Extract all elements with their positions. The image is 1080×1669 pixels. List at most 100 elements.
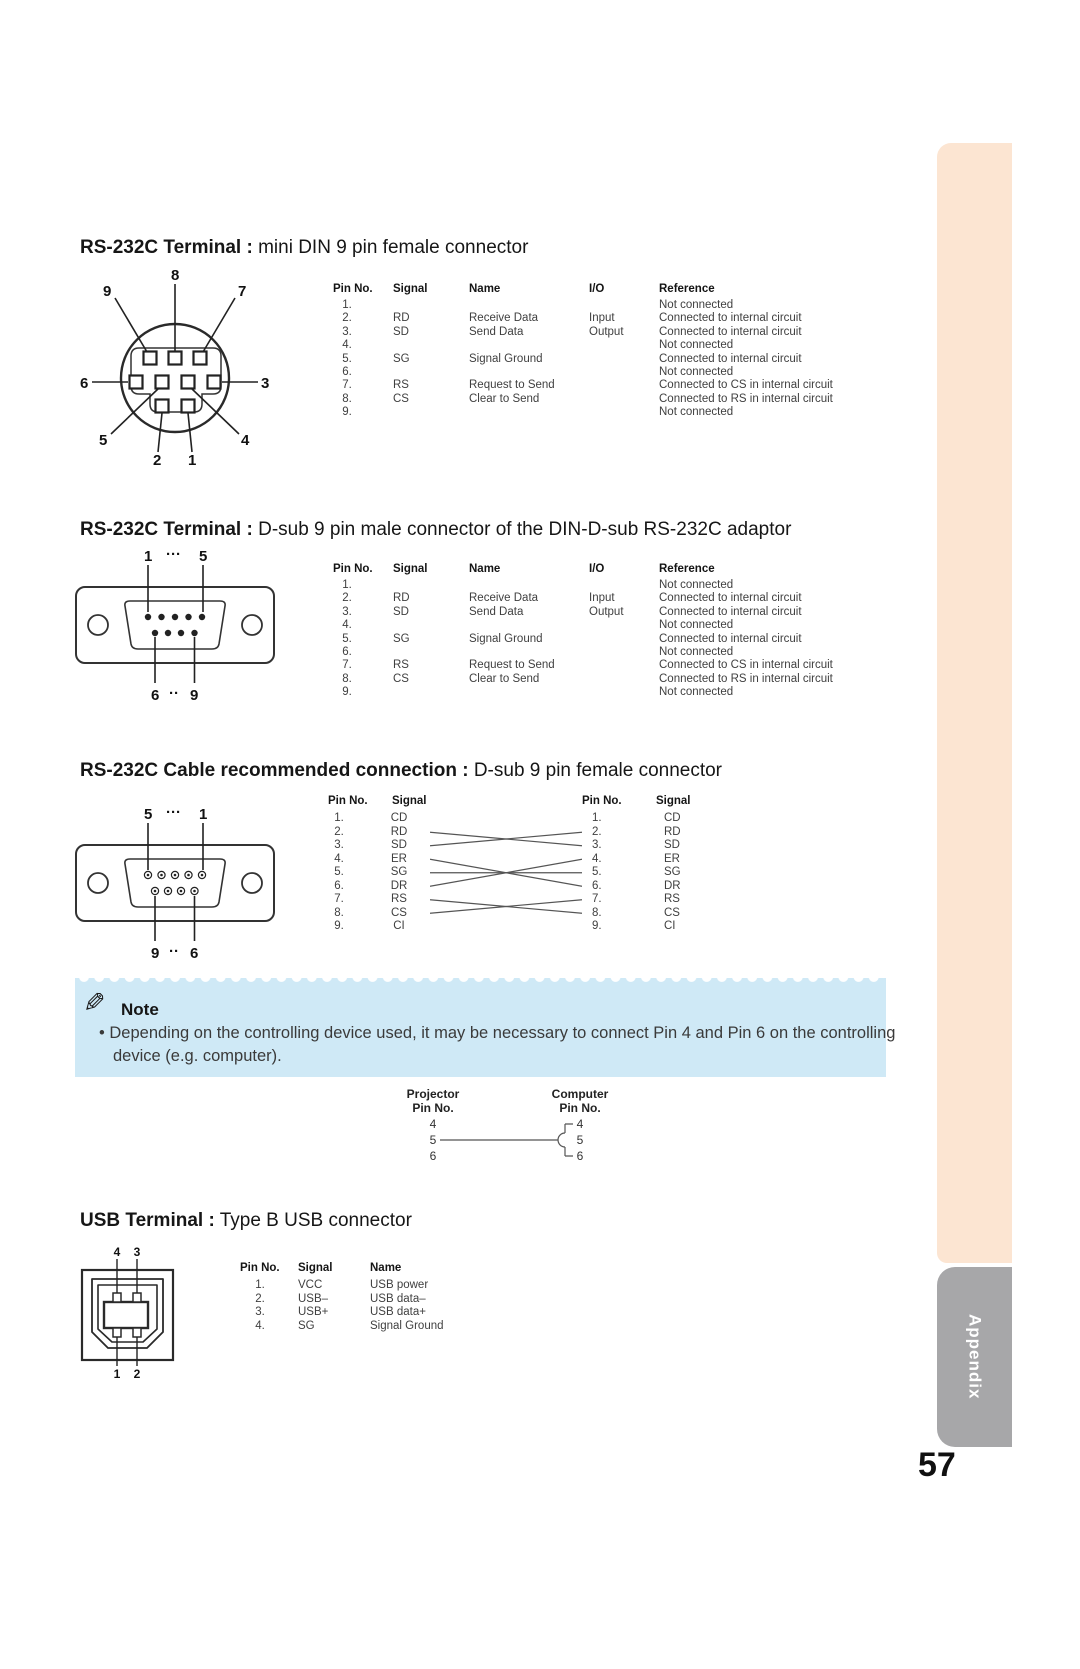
scalloped-edge xyxy=(77,977,884,985)
mounting-hole-left xyxy=(87,614,109,636)
table-row: 4. SG Signal Ground xyxy=(255,1319,444,1332)
svg-text:5: 5 xyxy=(577,1133,584,1147)
svg-text:6: 6 xyxy=(430,1149,437,1163)
table-row: 3. USB+ USB data+ xyxy=(255,1306,426,1319)
shell-inner xyxy=(97,1284,158,1343)
dots-label2: ·· xyxy=(169,943,179,960)
dsub9-male-connector-diagram: 1 ··· 5 6 ·· 9 xyxy=(75,546,275,704)
pin5-label: 5 xyxy=(144,806,152,823)
table-row: 3. SD Send Data Output Connected to inte… xyxy=(342,605,802,618)
pin-leader-lines xyxy=(147,565,204,683)
svg-text:3: 3 xyxy=(134,1246,141,1259)
table-row: 9. Not connected xyxy=(342,406,734,419)
sidebar-strip xyxy=(937,143,1012,1263)
pin6-label: 6 xyxy=(151,687,159,704)
pin-numbers: 4 5 6 4 5 6 xyxy=(430,1117,584,1163)
table-row: 2. RD Receive Data Input Connected to in… xyxy=(342,312,802,325)
pencil-icon: ✎ xyxy=(83,988,106,1018)
table-row: 1. VCC USB power xyxy=(255,1279,429,1291)
dsub9-female-connector-diagram: 5 ··· 1 9 ·· 6 xyxy=(75,804,275,962)
rs232c-dsub-pin-table: Pin No. Signal Name I/O Reference 1. Not… xyxy=(315,563,881,700)
appendix-tab-label: Appendix xyxy=(965,1314,985,1400)
pin9-label: 9 xyxy=(103,283,111,300)
table-header: Pin No. Signal Name I/O Reference xyxy=(333,283,715,295)
connector-body xyxy=(80,1268,175,1362)
table-body: 1. VCC USB power 2. USB– USB data– 3. US… xyxy=(230,1279,520,1333)
table-row: 7. RS Request to Send Connected to CS in… xyxy=(342,379,833,392)
pin2-label: 2 xyxy=(153,452,161,467)
computer-subtitle: Pin No. xyxy=(559,1101,600,1115)
pin-leader-lines xyxy=(116,1259,138,1366)
contact-block xyxy=(102,1300,150,1330)
connector-body xyxy=(75,844,275,922)
table-row: 7. RS Request to Send Connected to CS in… xyxy=(342,659,833,672)
pin3-label: 3 xyxy=(261,375,269,392)
pin8-label: 8 xyxy=(171,267,179,284)
computer-side-pins: 1. CD 2. RD 3. SD 4. ER 5. SG 6. DR 7. R… xyxy=(582,812,720,934)
table-row: 2. USB– USB data– xyxy=(255,1292,426,1305)
table-row: 5. SG xyxy=(334,866,408,878)
connection-lines xyxy=(440,1123,573,1157)
section2-title: RS-232C Terminal : D-sub 9 pin male conn… xyxy=(80,519,792,540)
table-row: 4. Not connected xyxy=(342,339,734,352)
crossover-wiring-lines xyxy=(430,831,582,914)
dots-label: ··· xyxy=(166,804,181,821)
rs232c-mini-din-pin-table: Pin No. Signal Name I/O Reference 1. Not… xyxy=(315,283,881,420)
note-box: ✎ Note • Depending on the controlling de… xyxy=(75,977,895,1077)
pin6-label: 6 xyxy=(80,375,88,392)
pin-leader-lines xyxy=(147,823,204,941)
table-row: 5. SG xyxy=(592,866,681,878)
pin-labels: 4 3 1 2 xyxy=(114,1246,141,1381)
table-body: 1. Not connected 2. RD Receive Data Inpu… xyxy=(315,579,881,700)
pin5-label: 5 xyxy=(199,548,207,565)
pin-squares xyxy=(128,350,222,414)
mounting-hole-right xyxy=(241,614,263,636)
mini-din-9-connector-diagram: 8 9 7 6 3 5 4 2 1 xyxy=(80,267,269,467)
table-row: 8. CS Clear to Send Connected to RS in i… xyxy=(342,672,833,685)
table-row: 3. SD Send Data Output Connected to inte… xyxy=(342,325,802,338)
section1-title: RS-232C Terminal : mini DIN 9 pin female… xyxy=(80,237,529,258)
table-row: 6. Not connected xyxy=(342,365,734,378)
section3-title: RS-232C Cable recommended connection : D… xyxy=(80,760,723,781)
left-pin-header: Pin No. xyxy=(328,795,368,807)
table-row: 7. RS xyxy=(334,893,407,905)
pin1-label: 1 xyxy=(188,452,196,467)
svg-text:2: 2 xyxy=(134,1367,141,1381)
connector-body xyxy=(75,586,275,664)
table-row: 1. Not connected xyxy=(342,299,734,311)
table-row: 4. Not connected xyxy=(342,619,734,632)
table-row: 3. SD xyxy=(592,839,680,851)
pin9-label: 9 xyxy=(190,687,198,704)
table-row: 2. RD xyxy=(334,825,408,838)
pin7-label: 7 xyxy=(238,283,246,300)
left-signal-header: Signal xyxy=(392,795,427,807)
pin5-label: 5 xyxy=(99,432,107,449)
projector-computer-pin-diagram: Projector Pin No. Computer Pin No. 4 5 6… xyxy=(407,1088,609,1163)
usb-type-b-connector-diagram: 4 3 1 2 xyxy=(80,1246,175,1381)
table-row: 8. CS xyxy=(592,906,680,919)
pin1-label: 1 xyxy=(199,806,207,823)
table-header: Pin No. Signal Name xyxy=(240,1262,402,1274)
note-label: Note xyxy=(121,1000,159,1019)
svg-text:4: 4 xyxy=(430,1117,437,1131)
socket-pins xyxy=(143,870,207,896)
table-row: 3. SD xyxy=(334,839,407,851)
table-row: 9. CI xyxy=(592,920,676,932)
table-row: 5. SG Signal Ground Connected to interna… xyxy=(342,632,802,645)
table-row: 2. RD xyxy=(592,825,681,838)
table-row: 2. RD Receive Data Input Connected to in… xyxy=(342,592,802,605)
appendix-tab: Appendix xyxy=(937,1267,1012,1447)
table-row: 6. Not connected xyxy=(342,645,734,658)
table-row: 6. DR xyxy=(334,879,408,892)
cable-connection-table: Pin No. Signal Pin No. Signal 1. CD 2. R… xyxy=(310,795,730,940)
section4-title: USB Terminal : Type B USB connector xyxy=(80,1210,412,1231)
computer-title: Computer xyxy=(552,1088,609,1101)
table-header: Pin No. Signal Name I/O Reference xyxy=(333,563,715,575)
note-text: • Depending on the controlling device us… xyxy=(99,1024,896,1065)
dots-label: ··· xyxy=(166,546,181,563)
pin9-label: 9 xyxy=(151,945,159,962)
table-row: 7. RS xyxy=(592,893,680,905)
pin4-label: 4 xyxy=(241,432,250,449)
svg-text:4: 4 xyxy=(114,1246,121,1259)
